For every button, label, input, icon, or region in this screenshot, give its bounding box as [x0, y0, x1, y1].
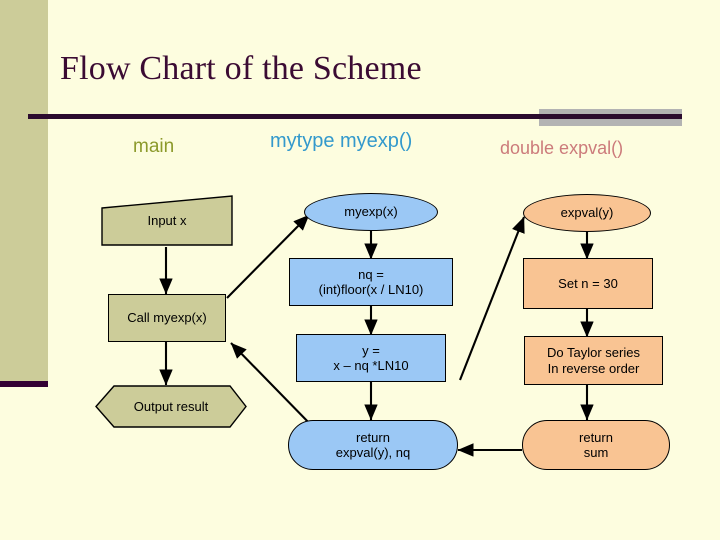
- page-title: Flow Chart of the Scheme: [60, 50, 422, 87]
- parallelogram-shape: [101, 195, 233, 246]
- node-myexp-return[interactable]: return expval(y), nq: [288, 420, 458, 470]
- hexagon-shape: [95, 385, 247, 428]
- edge-y-to-expvalentry: [459, 216, 525, 381]
- node-expval-entry-label: expval(y): [560, 205, 614, 221]
- node-y-assign-label: y = x – nq *LN10: [333, 342, 409, 373]
- sidebar-decoration-band: [0, 0, 48, 381]
- node-set-n-label: Set n = 30: [558, 275, 618, 291]
- node-myexp-return-label: return expval(y), nq: [335, 429, 411, 460]
- sidebar-decoration-foot: [0, 381, 48, 387]
- node-taylor[interactable]: Do Taylor series In reverse order: [524, 336, 663, 385]
- node-myexp-entry[interactable]: myexp(x): [304, 193, 438, 231]
- node-myexp-entry-label: myexp(x): [344, 204, 398, 220]
- lane-header-expval: double expval(): [500, 138, 624, 158]
- node-taylor-label: Do Taylor series In reverse order: [547, 345, 640, 376]
- node-output-result-label: Output result: [133, 398, 209, 414]
- node-expval-return[interactable]: return sum: [522, 420, 670, 470]
- node-set-n[interactable]: Set n = 30: [523, 258, 653, 309]
- edge-callmyexp-to-myexpentry: [226, 214, 310, 299]
- lane-header-main: main: [133, 136, 175, 157]
- node-input-x[interactable]: Input x: [100, 194, 234, 247]
- node-call-myexp-label: Call myexp(x): [127, 310, 207, 326]
- node-expval-return-label: return sum: [579, 429, 613, 460]
- lane-header-myexp: mytype myexp(): [270, 130, 413, 152]
- title-rule: [28, 114, 682, 119]
- node-y-assign[interactable]: y = x – nq *LN10: [296, 334, 446, 382]
- edge-myexpreturn-to-callmyexp: [230, 342, 316, 430]
- node-output-result[interactable]: Output result: [94, 384, 248, 429]
- node-nq-assign[interactable]: nq = (int)floor(x / LN10): [289, 258, 453, 306]
- node-nq-assign-label: nq = (int)floor(x / LN10): [318, 266, 424, 297]
- node-input-x-label: Input x: [147, 212, 187, 228]
- node-call-myexp[interactable]: Call myexp(x): [108, 294, 226, 342]
- node-expval-entry[interactable]: expval(y): [523, 194, 651, 232]
